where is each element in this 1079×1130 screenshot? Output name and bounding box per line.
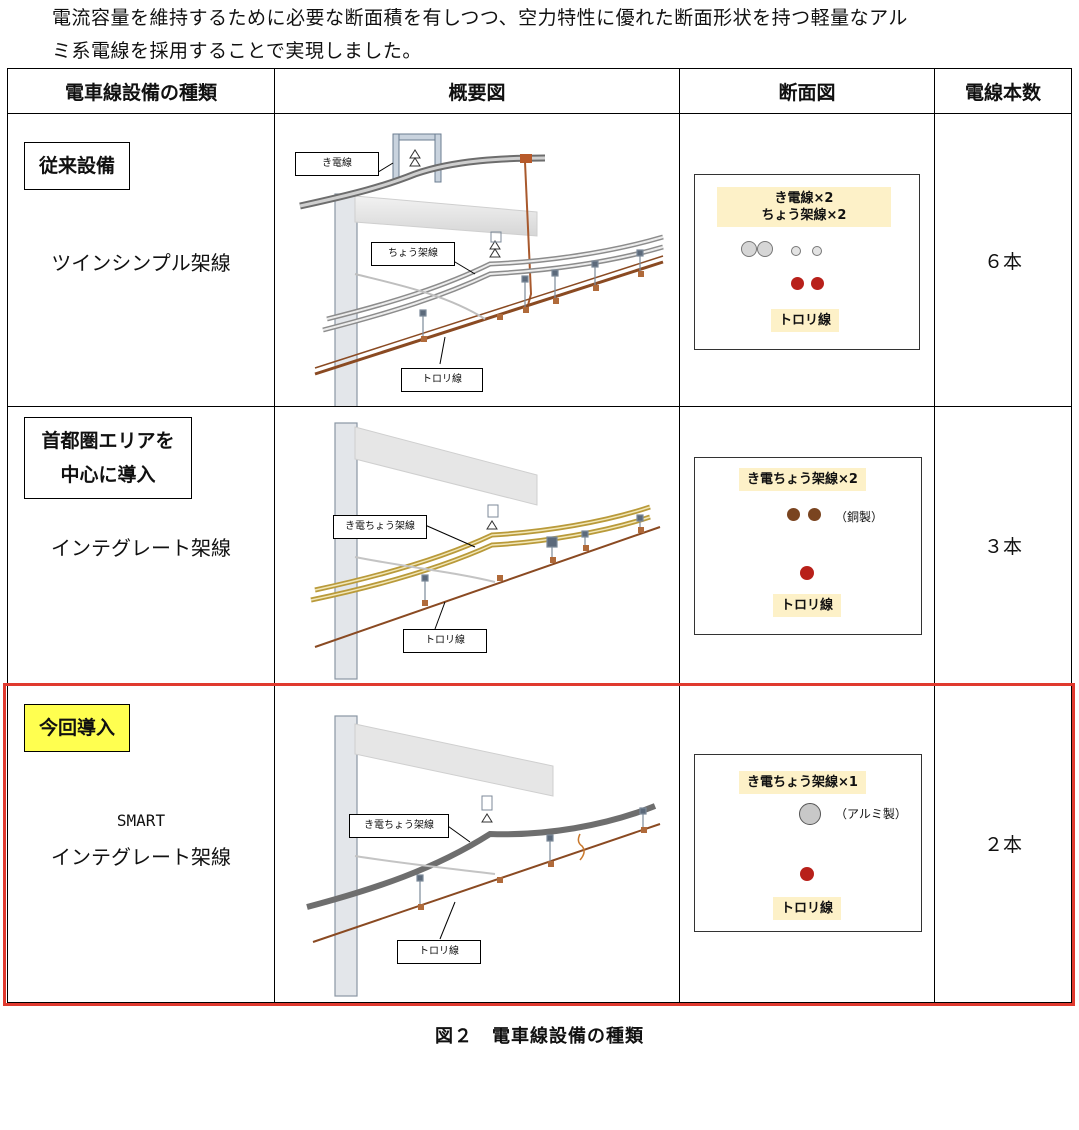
messenger-wire-dot bbox=[791, 246, 801, 256]
table-row: 従来設備 ツインシンプル架線 bbox=[7, 113, 1072, 407]
wire-count-cell: ６本 bbox=[934, 113, 1072, 407]
system-name: ツインシンプル架線 bbox=[51, 251, 231, 275]
label-line: ちょう架線×2 bbox=[761, 208, 847, 223]
cross-section-cell: き電線×2 ちょう架線×2 トロリ線 bbox=[679, 113, 935, 407]
smart-integrated-catenary-diagram bbox=[306, 715, 661, 997]
tag-line: 首都圏エリアを bbox=[41, 430, 175, 452]
smart-label: SMART bbox=[116, 811, 166, 830]
table-row: 今回導入 SMART インテグレート架線 bbox=[7, 683, 1072, 1003]
wire-count-cell: ２本 bbox=[934, 683, 1072, 1003]
overview-diagram-cell: き電ちょう架線 トロリ線 bbox=[274, 406, 680, 684]
trolley-wire-dot bbox=[791, 277, 804, 290]
cross-section-label-trolley: トロリ線 bbox=[773, 594, 842, 617]
header-cross-section: 断面図 bbox=[679, 68, 935, 114]
label-trolley-wire: トロリ線 bbox=[403, 629, 487, 653]
label-trolley-wire: トロリ線 bbox=[401, 368, 483, 392]
messenger-wire-dot bbox=[812, 246, 822, 256]
category-tag: 従来設備 bbox=[24, 142, 131, 190]
type-cell: 従来設備 ツインシンプル架線 bbox=[7, 113, 275, 407]
type-cell: 今回導入 SMART インテグレート架線 bbox=[7, 683, 275, 1003]
wire-count-cell: ３本 bbox=[934, 406, 1072, 684]
intro-line-1: 電流容量を維持するために必要な断面積を有しつつ、空力特性に優れた断面形状を持つ軽… bbox=[52, 7, 908, 29]
overview-diagram-cell: き電線 ちょう架線 トロリ線 bbox=[274, 113, 680, 407]
header-type: 電車線設備の種類 bbox=[7, 68, 275, 114]
overhead-line-types-table: 電車線設備の種類 概要図 断面図 電線本数 従来設備 ツインシンプル架線 bbox=[7, 68, 1072, 1003]
cross-section-label-trolley: トロリ線 bbox=[773, 897, 842, 920]
trolley-wire-dot bbox=[800, 566, 814, 580]
figure-caption: 図２ 電車線設備の種類 bbox=[435, 1026, 644, 1047]
material-note: （アルミ製） bbox=[835, 807, 907, 821]
cross-section-box: き電線×2 ちょう架線×2 トロリ線 bbox=[694, 174, 920, 350]
tag-line: 中心に導入 bbox=[60, 464, 156, 486]
overview-diagram-cell: き電ちょう架線 トロリ線 bbox=[274, 683, 680, 1003]
feeder-wire-dot bbox=[741, 241, 757, 257]
cross-section-box: き電ちょう架線×2 （銅製） トロリ線 bbox=[694, 457, 922, 635]
system-name: インテグレート架線 bbox=[51, 845, 231, 869]
label-messenger-wire: ちょう架線 bbox=[371, 242, 455, 266]
trolley-wire-dot bbox=[800, 867, 814, 881]
label-feeder-messenger-wire: き電ちょう架線 bbox=[333, 515, 427, 539]
type-cell: 首都圏エリアを中心に導入 インテグレート架線 bbox=[7, 406, 275, 684]
trolley-wire-dot bbox=[811, 277, 824, 290]
feeder-messenger-wire-dot bbox=[808, 508, 821, 521]
cross-section-label-feeder: き電線×2 ちょう架線×2 bbox=[717, 187, 891, 227]
header-wire-count: 電線本数 bbox=[934, 68, 1072, 114]
header-overview: 概要図 bbox=[274, 68, 680, 114]
cross-section-cell: き電ちょう架線×2 （銅製） トロリ線 bbox=[679, 406, 935, 684]
cross-section-box: き電ちょう架線×1 （アルミ製） トロリ線 bbox=[694, 754, 922, 932]
label-trolley-wire: トロリ線 bbox=[397, 940, 481, 964]
system-name-prefix: SMART bbox=[8, 802, 274, 838]
cross-section-label-trolley: トロリ線 bbox=[771, 309, 840, 332]
table-header-row: 電車線設備の種類 概要図 断面図 電線本数 bbox=[7, 68, 1072, 114]
cross-section-label-feeder-messenger: き電ちょう架線×1 bbox=[739, 771, 866, 794]
category-tag: 今回導入 bbox=[24, 704, 131, 752]
cross-section-label-feeder-messenger: き電ちょう架線×2 bbox=[739, 468, 866, 491]
material-note: （銅製） bbox=[835, 510, 884, 524]
system-name: インテグレート架線 bbox=[51, 536, 231, 560]
label-feeder-messenger-wire: き電ちょう架線 bbox=[349, 814, 449, 838]
feeder-messenger-wire-dot bbox=[799, 803, 821, 825]
twin-simple-catenary-diagram bbox=[299, 133, 664, 406]
feeder-wire-dot bbox=[757, 241, 773, 257]
intro-line-2: ミ系電線を採用することで実現しました。 bbox=[52, 40, 422, 62]
label-feeder-wire: き電線 bbox=[295, 152, 379, 176]
feeder-messenger-wire-dot bbox=[787, 508, 800, 521]
integrated-catenary-diagram bbox=[310, 422, 661, 680]
category-tag: 首都圏エリアを中心に導入 bbox=[24, 417, 192, 499]
label-line: き電線×2 bbox=[774, 191, 834, 206]
cross-section-cell: き電ちょう架線×1 （アルミ製） トロリ線 bbox=[679, 683, 935, 1003]
table-row: 首都圏エリアを中心に導入 インテグレート架線 bbox=[7, 406, 1072, 684]
